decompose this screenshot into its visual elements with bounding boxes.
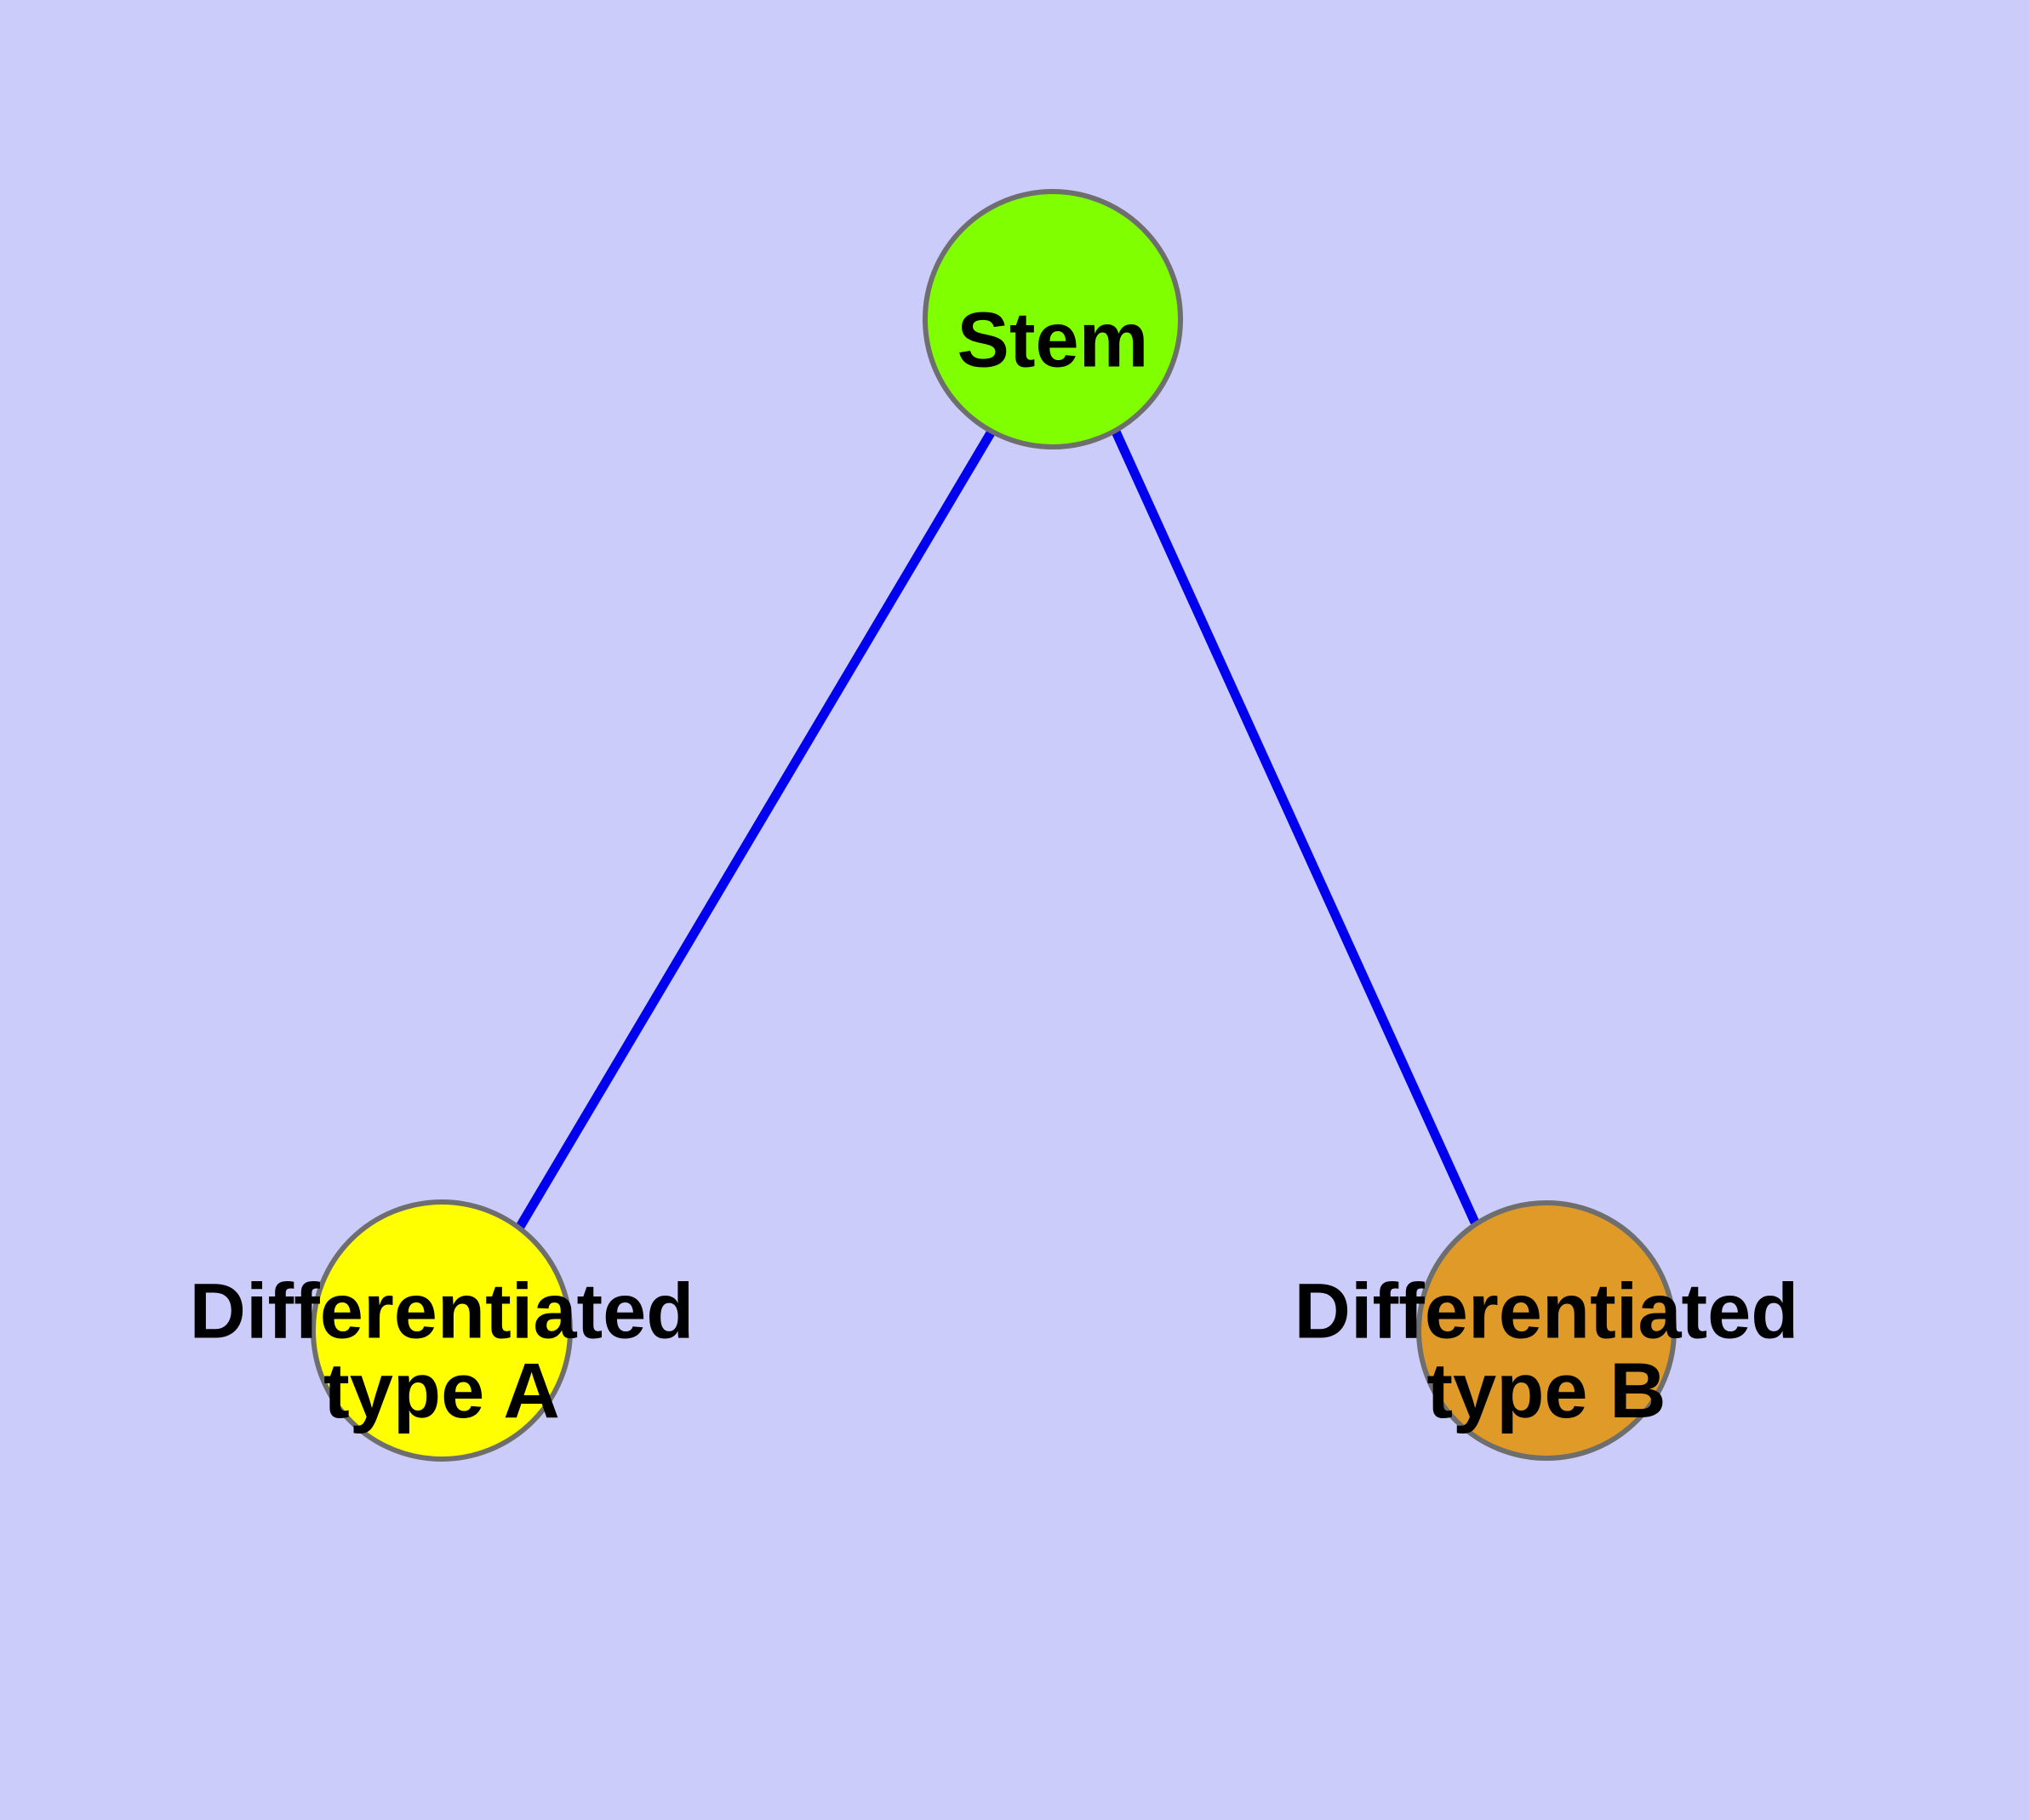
graph-node-label-stem: Stem: [957, 297, 1149, 384]
graph-node-diff_b[interactable]: [1416, 1200, 1677, 1461]
graph-edge-stem-to-diff_b[interactable]: [1111, 429, 1480, 1225]
graph-node-label-line: Stem: [957, 297, 1149, 384]
graph-node-stem[interactable]: [923, 189, 1183, 449]
edges-group: [516, 429, 1480, 1229]
nodes-group: [311, 189, 1677, 1462]
graph-edge-stem-to-diff_a[interactable]: [516, 429, 996, 1229]
graph-node-label-line: type A: [323, 1348, 560, 1434]
graph-node-label-line: type B: [1426, 1348, 1666, 1434]
graph-node-diff_a[interactable]: [311, 1199, 573, 1462]
graph-node-label-line: Differentiated: [1295, 1268, 1799, 1355]
graph-node-label-line: Differentiated: [190, 1268, 694, 1355]
